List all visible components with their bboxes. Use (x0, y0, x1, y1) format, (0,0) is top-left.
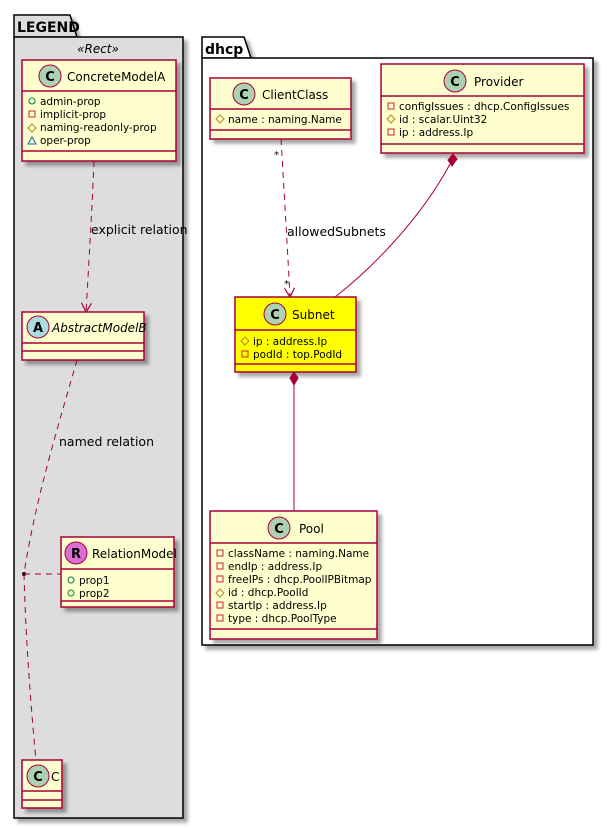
class-name: ConcreteModelA (67, 70, 166, 84)
attribute: ip : address.Ip (253, 336, 327, 348)
class-spot-icon (267, 516, 291, 540)
edge-explicit-relation: explicit relation (80, 160, 188, 314)
edge-allowed-subnets: allowedSubnets * * (274, 138, 386, 299)
attribute: type : dhcp.PoolType (228, 613, 337, 625)
abstract-spot-icon (26, 315, 50, 339)
attribute: oper-prop (40, 135, 91, 147)
package-legend-title: LEGEND (17, 20, 80, 36)
class-provider[interactable]: C Provider configIssues : dhcp.ConfigIss… (380, 63, 585, 154)
svg-text:C: C (239, 88, 249, 103)
class-client-class[interactable]: C ClientClass name : naming.Name (209, 77, 352, 140)
triangle-icon (27, 135, 37, 145)
svg-text:C: C (450, 75, 460, 90)
circle-icon (28, 97, 36, 105)
edge-provider-subnet (334, 153, 458, 298)
attribute: freeIPs : dhcp.PoolIPBitmap (228, 574, 372, 586)
attribute: id : scalar.Uint32 (399, 114, 487, 126)
class-spot-icon (38, 64, 62, 88)
diamond-icon (240, 336, 250, 346)
svg-text:R: R (71, 547, 81, 562)
attribute: className : naming.Name (228, 548, 369, 560)
diamond-icon (27, 123, 37, 133)
package-dhcp-title: dhcp (205, 42, 243, 58)
attribute: prop1 (79, 575, 110, 587)
square-icon (28, 110, 36, 118)
diamond-icon (386, 114, 396, 124)
edge-named-relation: named relation (22, 359, 154, 795)
square-icon (216, 614, 224, 622)
circle-icon (67, 576, 75, 584)
edge-label: allowedSubnets (287, 224, 386, 239)
diamond-icon (215, 588, 225, 598)
edge-subnet-pool (289, 371, 299, 511)
attribute: configIssues : dhcp.ConfigIssues (399, 101, 569, 113)
square-icon (387, 102, 395, 110)
class-spot-icon (26, 764, 50, 788)
class-name: ClientClass (262, 88, 328, 102)
composition-diamond-icon (447, 153, 458, 167)
svg-text:A: A (33, 321, 43, 336)
class-spot-icon (443, 69, 467, 93)
square-icon (216, 549, 224, 557)
legend-stereotype: «Rect» (77, 42, 119, 56)
source-multiplicity: * (274, 150, 279, 161)
svg-text:C: C (45, 70, 55, 85)
class-concrete-model-a[interactable]: C ConcreteModelA admin-prop implicit-pro… (21, 59, 177, 162)
attribute: name : naming.Name (228, 114, 342, 126)
class-pool[interactable]: C Pool className : naming.Name endIp : a… (209, 510, 378, 640)
class-name: Provider (474, 75, 523, 89)
target-multiplicity: * (284, 279, 289, 290)
relation-spot-icon (64, 541, 88, 565)
square-icon (387, 128, 395, 136)
circle-icon (67, 589, 75, 597)
attribute: endIp : address.Ip (228, 561, 322, 573)
attribute: podId : top.PodId (253, 349, 342, 361)
edge-label: explicit relation (91, 222, 188, 237)
composition-diamond-icon (289, 371, 299, 387)
svg-text:C: C (33, 770, 43, 785)
square-icon (216, 601, 224, 609)
class-c[interactable]: C C (21, 759, 63, 809)
square-icon (241, 350, 249, 358)
package-legend: LEGEND «Rect» (13, 14, 184, 819)
edge-label: named relation (59, 434, 154, 449)
diamond-icon (215, 114, 225, 124)
attribute: admin-prop (40, 96, 101, 108)
class-name: RelationModel (92, 547, 177, 561)
attribute: ip : address.Ip (399, 127, 473, 139)
svg-text:C: C (274, 522, 284, 537)
attribute: implicit-prop (40, 109, 106, 121)
svg-text:C: C (270, 308, 280, 323)
class-spot-icon (232, 82, 256, 106)
class-name: Pool (299, 522, 324, 536)
class-name: C (51, 770, 59, 784)
class-name: Subnet (292, 308, 335, 322)
attribute: startIp : address.Ip (228, 600, 327, 612)
class-spot-icon (263, 302, 287, 326)
class-subnet[interactable]: C Subnet ip : address.Ip podId : top.Pod… (234, 296, 357, 373)
attribute: prop2 (79, 588, 110, 600)
attribute: id : dhcp.PoolId (228, 587, 308, 599)
square-icon (216, 575, 224, 583)
attribute: naming-readonly-prop (40, 122, 157, 134)
square-icon (216, 562, 224, 570)
class-relation-model[interactable]: R RelationModel prop1 prop2 (60, 536, 177, 608)
class-abstract-model-b[interactable]: A AbstractModelB (21, 311, 147, 361)
class-name: AbstractModelB (51, 321, 147, 335)
